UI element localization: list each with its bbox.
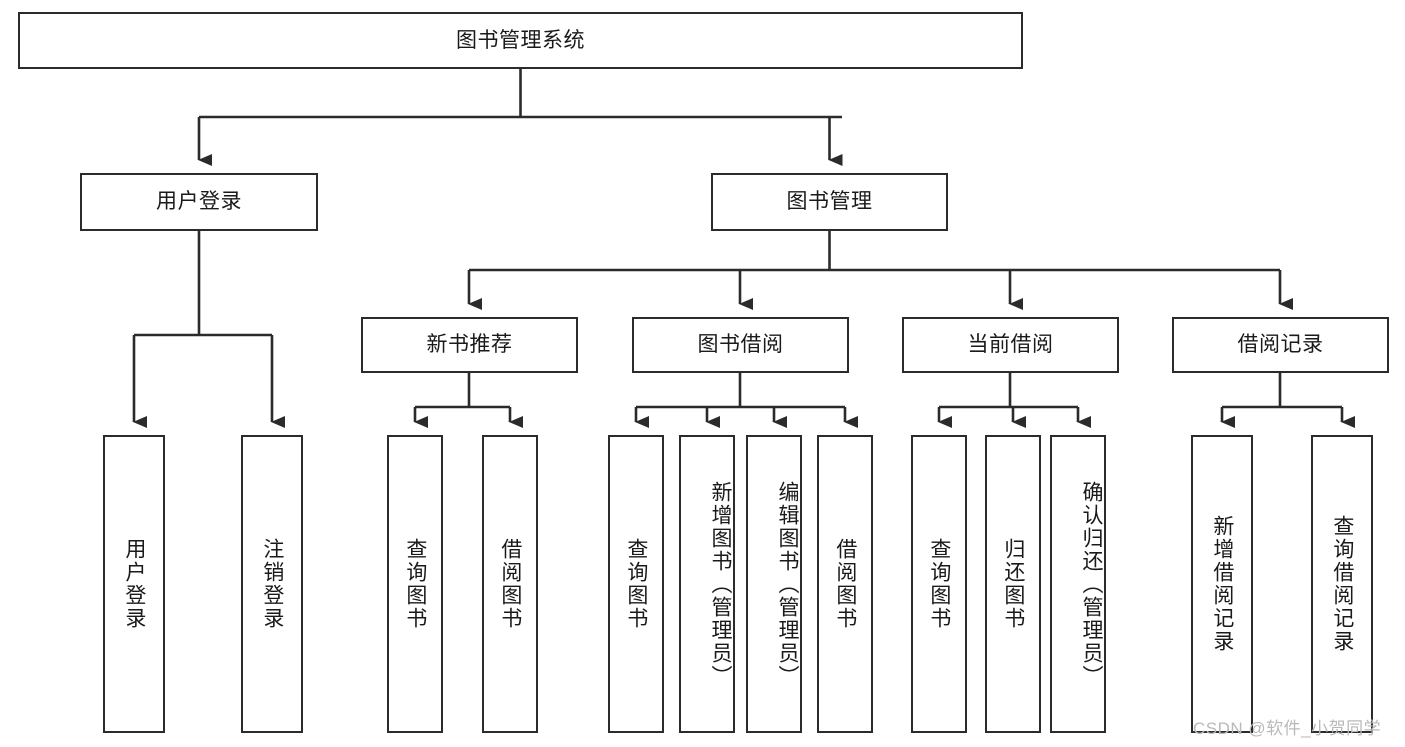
node-label: 新增借阅记录 xyxy=(1210,515,1234,653)
node-leaf-borrow-book-recommendation[interactable]: 借阅图书 xyxy=(482,435,538,733)
node-leaf-query-book-current[interactable]: 查询图书 xyxy=(911,435,967,733)
node-user-login[interactable]: 用户登录 xyxy=(80,173,318,231)
node-label: 图书借阅 xyxy=(697,333,784,357)
node-label: 编辑图书（管理员） xyxy=(776,480,799,688)
node-label: 借阅记录 xyxy=(1237,333,1324,357)
node-leaf-edit-book-admin[interactable]: 编辑图书（管理员） xyxy=(746,435,802,733)
watermark-text: CSDN @软件_小贺同学 xyxy=(1193,719,1382,738)
node-label: 图书管理系统 xyxy=(456,28,585,52)
node-label: 用户登录 xyxy=(122,538,146,630)
node-label: 当前借阅 xyxy=(967,333,1054,357)
node-leaf-query-book-recommendation[interactable]: 查询图书 xyxy=(387,435,443,733)
node-new-book-recommendation[interactable]: 新书推荐 xyxy=(361,317,578,373)
node-leaf-borrow-book-borrowing[interactable]: 借阅图书 xyxy=(817,435,873,733)
node-label: 归还图书 xyxy=(1001,538,1025,630)
node-leaf-query-borrow-record[interactable]: 查询借阅记录 xyxy=(1311,435,1373,733)
node-label: 图书管理 xyxy=(786,190,873,214)
node-label: 借阅图书 xyxy=(833,538,857,630)
node-book-borrowing[interactable]: 图书借阅 xyxy=(632,317,849,373)
node-leaf-confirm-return-admin[interactable]: 确认归还（管理员） xyxy=(1050,435,1106,733)
node-label: 查询图书 xyxy=(403,538,427,630)
node-label: 用户登录 xyxy=(156,190,242,214)
node-leaf-return-book[interactable]: 归还图书 xyxy=(985,435,1041,733)
node-label: 新书推荐 xyxy=(426,333,513,357)
node-label: 查询图书 xyxy=(927,538,951,630)
node-leaf-add-book-admin[interactable]: 新增图书（管理员） xyxy=(679,435,735,733)
node-label: 借阅图书 xyxy=(498,538,522,630)
node-book-management[interactable]: 图书管理 xyxy=(711,173,948,231)
node-label: 新增图书（管理员） xyxy=(709,480,732,688)
node-label: 确认归还（管理员） xyxy=(1080,480,1103,688)
node-label: 查询图书 xyxy=(624,538,648,630)
node-leaf-add-borrow-record[interactable]: 新增借阅记录 xyxy=(1191,435,1253,733)
node-borrow-records[interactable]: 借阅记录 xyxy=(1172,317,1389,373)
node-root-system[interactable]: 图书管理系统 xyxy=(18,12,1023,69)
node-leaf-user-login[interactable]: 用户登录 xyxy=(103,435,165,733)
node-label: 查询借阅记录 xyxy=(1330,515,1354,653)
node-label: 注销登录 xyxy=(260,538,284,630)
node-current-borrowing[interactable]: 当前借阅 xyxy=(902,317,1119,373)
node-leaf-logout[interactable]: 注销登录 xyxy=(241,435,303,733)
node-leaf-query-book-borrowing[interactable]: 查询图书 xyxy=(608,435,664,733)
